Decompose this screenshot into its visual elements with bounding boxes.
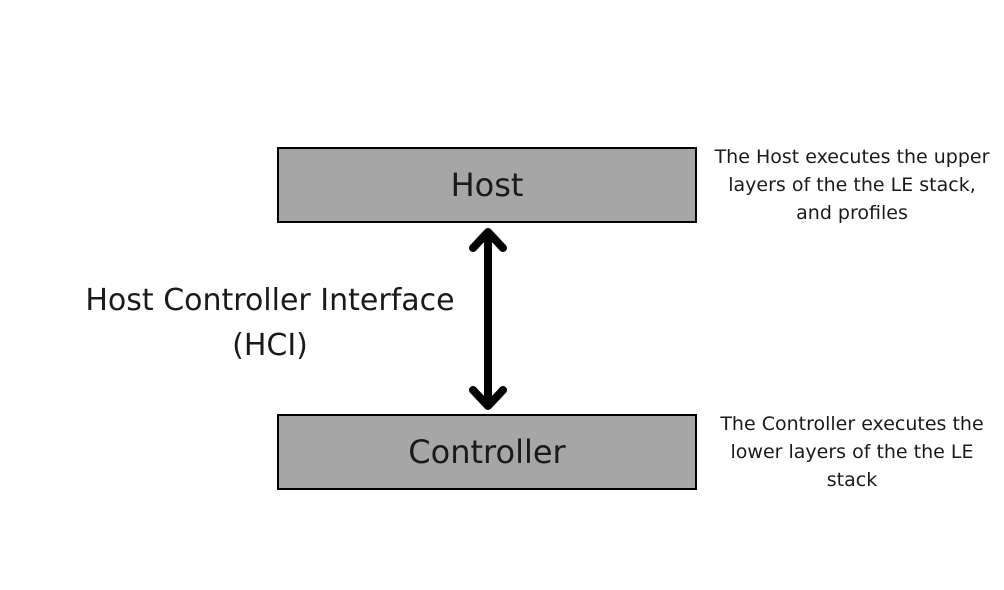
controller-description: The Controller executes the lower layers… [702, 410, 1002, 494]
hci-label: Host Controller Interface (HCI) [60, 278, 480, 368]
controller-description-line: stack [826, 469, 878, 491]
hci-label-line1: Host Controller Interface [85, 283, 455, 318]
host-description-line: The Host executes the upper [714, 146, 990, 168]
hci-label-line2: (HCI) [232, 328, 308, 363]
controller-label: Controller [408, 433, 566, 471]
host-description: The Host executes the upper layers of th… [702, 143, 1002, 227]
controller-description-line: lower layers of the the LE [730, 441, 974, 463]
double-headed-arrow-icon [469, 228, 507, 410]
controller-box: Controller [277, 414, 697, 490]
controller-description-line: The Controller executes the [720, 413, 984, 435]
host-label: Host [450, 166, 524, 204]
host-description-line: and profiles [796, 202, 908, 224]
host-box: Host [277, 147, 697, 223]
host-description-line: layers of the the LE stack, [728, 174, 976, 196]
